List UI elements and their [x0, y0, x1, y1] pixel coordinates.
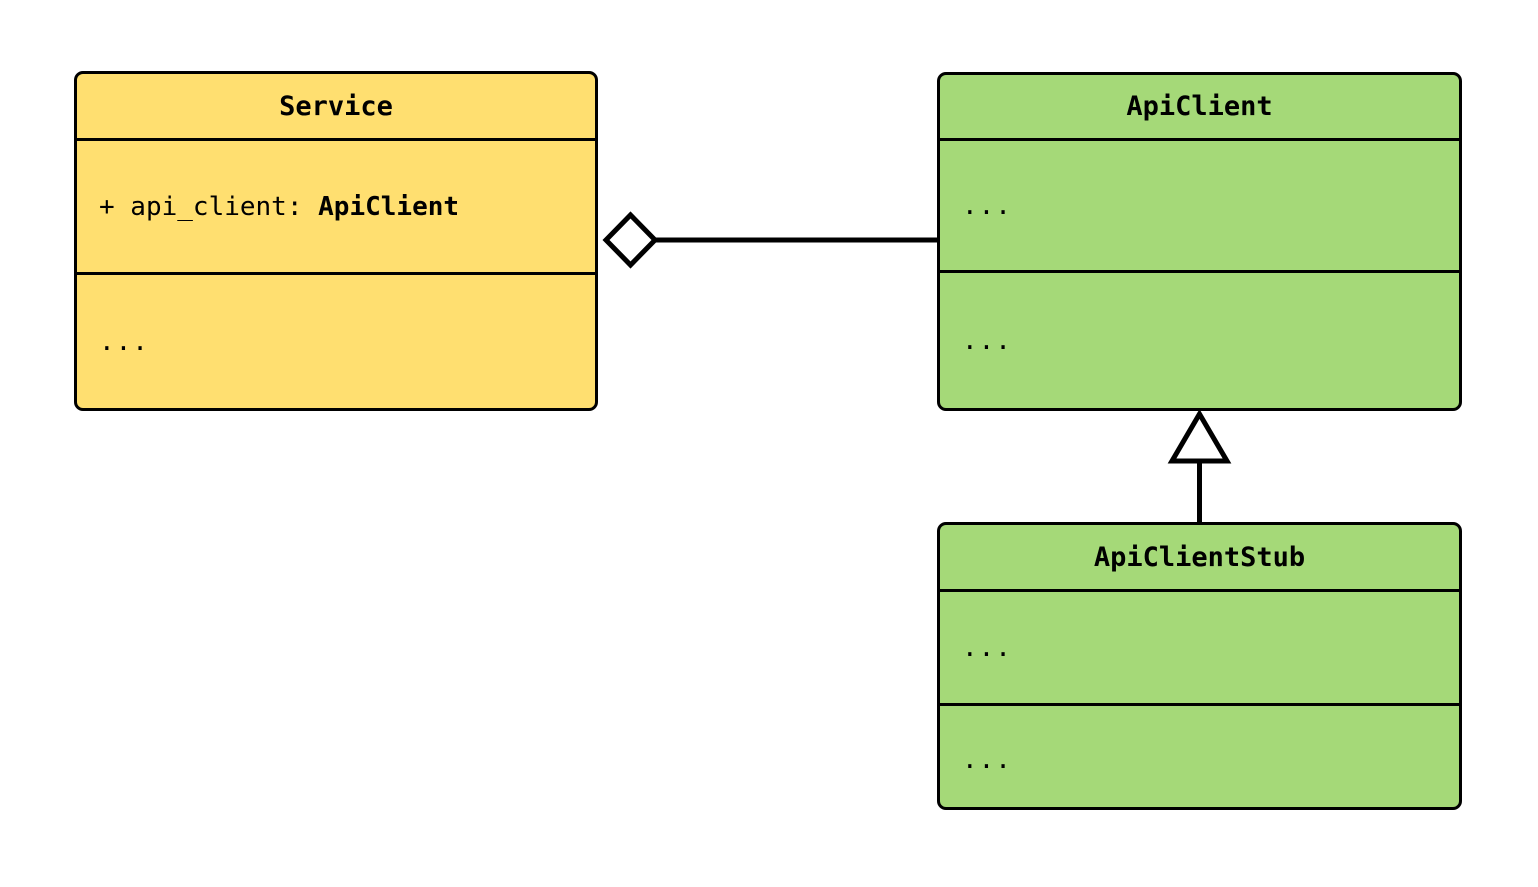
aggregation-edge-service-apiclient — [602, 211, 937, 269]
attribute-name-label: + api_client: — [99, 191, 319, 222]
class-title-compartment: Service — [77, 74, 595, 138]
operations-ellipsis: ... — [962, 325, 1012, 356]
uml-class-apiclient[interactable]: ApiClient ... ... — [937, 72, 1462, 411]
operations-ellipsis: ... — [99, 326, 149, 357]
attribute-type-label: ApiClient — [318, 191, 460, 222]
class-operations-compartment: ... — [940, 270, 1459, 408]
class-name-service: Service — [279, 90, 393, 122]
generalization-edge-stub-apiclient — [1167, 409, 1232, 522]
operations-ellipsis: ... — [962, 744, 1012, 775]
class-name-apiclient: ApiClient — [1126, 91, 1273, 122]
class-attributes-compartment: + api_client: ApiClient — [77, 138, 595, 272]
class-operations-compartment: ... — [77, 272, 595, 408]
uml-class-service[interactable]: Service + api_client: ApiClient ... — [74, 71, 598, 411]
class-name-apiclientstub: ApiClientStub — [1093, 541, 1306, 573]
class-attributes-compartment: ... — [940, 589, 1459, 703]
attributes-ellipsis: ... — [962, 632, 1012, 663]
hollow-diamond-icon — [602, 211, 659, 269]
class-title-compartment: ApiClientStub — [940, 525, 1459, 589]
attribute-api-client: + api_client: ApiClient — [99, 192, 459, 222]
class-attributes-compartment: ... — [940, 138, 1459, 270]
class-title-compartment: ApiClient — [940, 75, 1459, 138]
hollow-triangle-icon — [1167, 409, 1232, 464]
class-operations-compartment: ... — [940, 703, 1459, 807]
uml-class-apiclientstub[interactable]: ApiClientStub ... ... — [937, 522, 1462, 810]
attributes-ellipsis: ... — [962, 190, 1012, 221]
